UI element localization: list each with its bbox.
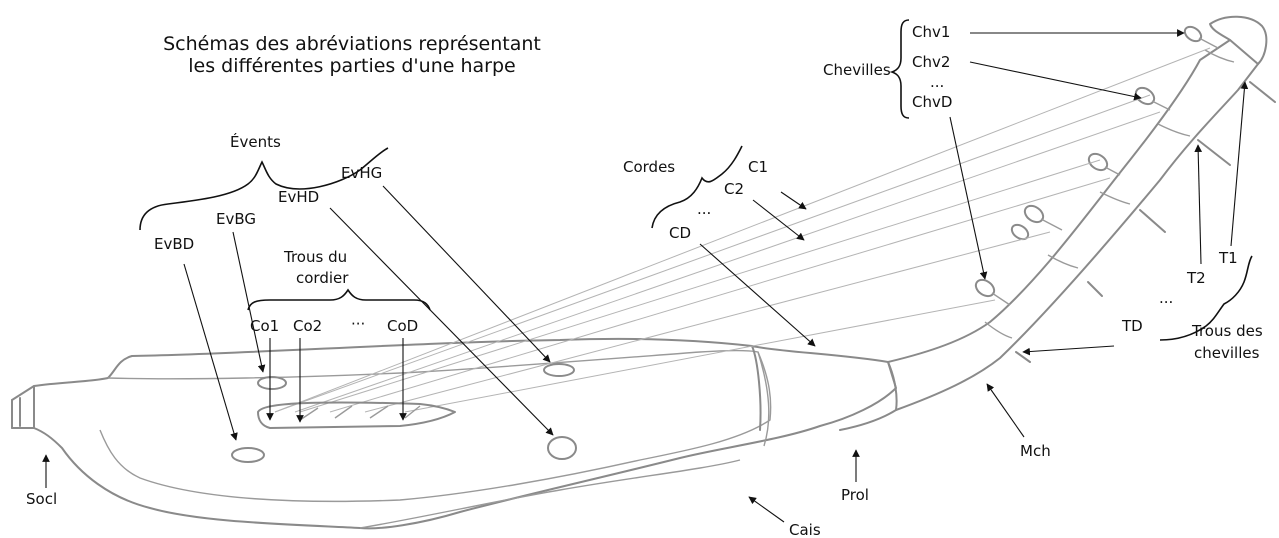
label-evhg: EvHG — [341, 164, 382, 182]
brace-events — [139, 147, 389, 231]
peg-mid-1 — [1087, 152, 1121, 176]
brace-chevilles — [889, 19, 910, 119]
brace-cordes — [651, 145, 743, 229]
arrow-cais — [748, 496, 785, 523]
brace-trous-cordier — [247, 288, 431, 311]
arrow-mch — [986, 383, 1025, 438]
label-c-ellipsis: ... — [697, 200, 711, 218]
label-trous-chevilles-1: Trous des — [1191, 322, 1263, 340]
peg-mid-2 — [1023, 204, 1063, 231]
hole-evbg — [257, 376, 287, 390]
label-evhd: EvHD — [278, 188, 319, 206]
cordier-shape — [257, 401, 456, 429]
label-chvd: ChvD — [912, 93, 952, 111]
label-chv2: Chv2 — [912, 53, 950, 71]
prolongement-shape — [751, 345, 898, 431]
brace-trous-chevilles — [1159, 255, 1253, 341]
arrow-c2 — [752, 199, 805, 241]
label-trous-chevilles-2: chevilles — [1194, 344, 1260, 362]
arrow-cd — [699, 243, 816, 347]
label-mch: Mch — [1020, 442, 1051, 460]
arrow-c1 — [780, 191, 807, 210]
label-chevilles: Chevilles — [823, 61, 891, 79]
arrow-evhg — [382, 185, 551, 363]
strings — [274, 47, 1211, 413]
label-c2: C2 — [724, 180, 744, 198]
harp-drawing — [11, 15, 1276, 530]
peg-mid-3 — [1010, 223, 1030, 241]
label-cordes: Cordes — [623, 158, 675, 176]
arrows — [42, 29, 1249, 523]
arrow-evbd — [183, 263, 238, 441]
manche-shape — [887, 15, 1268, 411]
label-co2: Co2 — [293, 317, 322, 335]
label-prol: Prol — [841, 486, 869, 504]
label-chv-ellipsis: ... — [930, 73, 944, 91]
label-trous-cordier-1: Trous du — [283, 248, 347, 266]
arrow-evhd — [329, 207, 554, 436]
diagram-title-line-2: les différentes parties d'une harpe — [188, 55, 515, 77]
peg-chv2 — [1134, 86, 1171, 111]
label-events: Évents — [230, 132, 281, 151]
peg-chvd — [974, 278, 1011, 306]
label-evbd: EvBD — [154, 235, 194, 253]
arrow-chv2 — [969, 61, 1142, 101]
label-trous-cordier-2: cordier — [296, 269, 349, 287]
arrow-chvd — [949, 116, 988, 280]
label-socl: Socl — [26, 490, 57, 508]
caisse-shape — [33, 337, 897, 530]
arrow-td — [1022, 345, 1115, 356]
hole-evhg — [543, 363, 575, 377]
label-co-ellipsis: ··· — [351, 315, 365, 333]
arrow-t1 — [1230, 81, 1249, 247]
label-t2: T2 — [1186, 269, 1206, 287]
label-cod: CoD — [387, 317, 418, 335]
peg-chv1 — [1183, 25, 1219, 49]
label-chv1: Chv1 — [912, 23, 950, 41]
label-cais: Cais — [789, 521, 821, 538]
hole-evhd — [547, 436, 577, 460]
label-c1: C1 — [748, 158, 768, 176]
socle-shape — [11, 385, 35, 429]
pegs — [974, 25, 1276, 363]
diagram-title-line-1: Schémas des abréviations représentant — [163, 33, 541, 55]
arrow-evbg — [232, 231, 266, 373]
label-co1: Co1 — [250, 317, 279, 335]
label-cd: CD — [669, 224, 691, 242]
label-t-ellipsis: ... — [1159, 289, 1173, 307]
hole-evbd — [231, 447, 265, 463]
label-td: TD — [1121, 317, 1143, 335]
label-evbg: EvBG — [216, 210, 256, 228]
label-t1: T1 — [1218, 249, 1238, 267]
arrow-t2 — [1194, 144, 1203, 265]
